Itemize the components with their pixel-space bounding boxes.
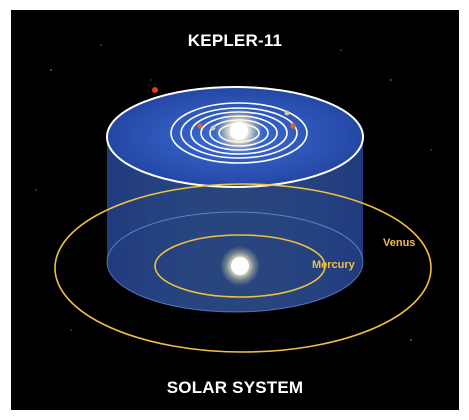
kepler-planets [152,87,296,131]
sun-core [231,257,249,275]
venus-orbit [54,183,432,353]
mercury-label: Mercury [312,259,355,271]
kepler-11-star-core [230,122,248,140]
solar-system-title: SOLAR SYSTEM [166,378,304,397]
starfield [35,44,432,341]
kepler-11-title: KEPLER-11 [187,31,283,50]
venus-label: Venus [383,237,416,249]
diagram-panel: KEPLER-11 Venus Mercury SOLAR SYSTEM [11,10,459,410]
orbit-diagram [35,44,432,353]
mercury-orbit [154,234,326,298]
cylinder-bottom-rim [106,211,364,313]
